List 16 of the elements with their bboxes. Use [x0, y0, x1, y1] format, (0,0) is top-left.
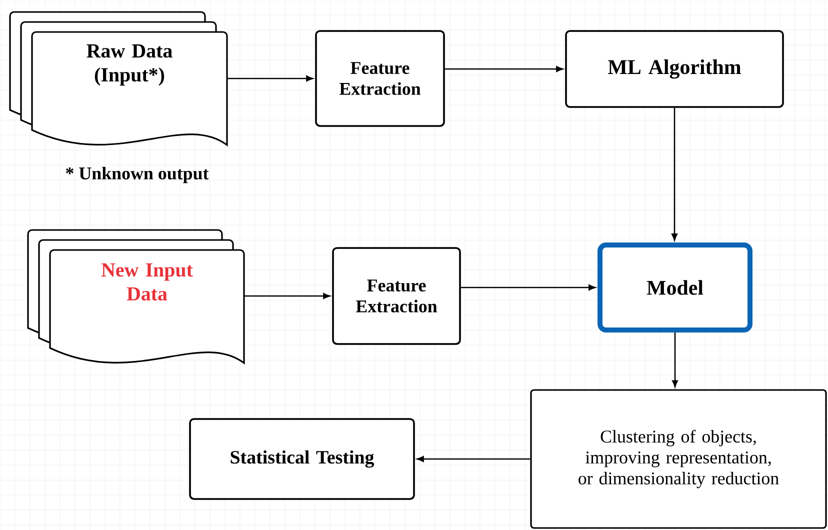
document-stack: Raw Data (Input*)	[9, 11, 228, 146]
document-stack: New Input Data	[27, 229, 245, 364]
arrow	[672, 108, 678, 241]
model-box: Model	[598, 242, 752, 332]
note-text: * Unknown output	[66, 166, 209, 184]
process-box: Feature Extraction	[332, 247, 461, 345]
arrow	[416, 456, 530, 462]
arrow	[460, 284, 596, 290]
process-box: Statistical Testing	[189, 418, 415, 500]
process-box: ML Algorithm	[565, 30, 784, 108]
process-box: Feature Extraction	[315, 30, 445, 127]
arrow	[227, 76, 314, 82]
arrow	[444, 66, 564, 72]
process-box: Clustering of objects, improving representation, or dimensionality reduction	[530, 389, 827, 529]
arrow	[244, 293, 330, 299]
arrow	[672, 332, 678, 388]
